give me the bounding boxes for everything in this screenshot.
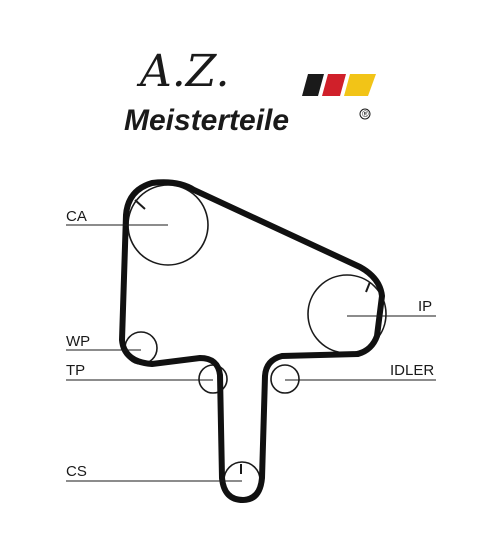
label-cs: CS [66,463,87,480]
camshaft-timing-mark [134,199,146,210]
injection-pump-timing-mark [365,281,371,293]
brand-logo: A.Z. Meisterteile ® [124,46,376,137]
label-ca: CA [66,208,87,225]
registered-circle [359,108,371,120]
label-ip: IP [418,298,432,315]
flag-stripe-red [322,74,346,96]
timing-belt [119,179,385,503]
registered-mark: ® [362,109,369,119]
label-idler: IDLER [390,362,434,379]
idler-pulley [270,364,300,394]
flag-stripe-black [302,74,324,96]
logo-script-text: A.Z. [136,46,230,97]
flag-stripe-gold [344,74,376,96]
label-wp: WP [66,333,90,350]
label-tp: TP [66,362,85,379]
logo-brand-name: Meisterteile [124,104,289,137]
logo-flag-stripes [302,74,376,96]
